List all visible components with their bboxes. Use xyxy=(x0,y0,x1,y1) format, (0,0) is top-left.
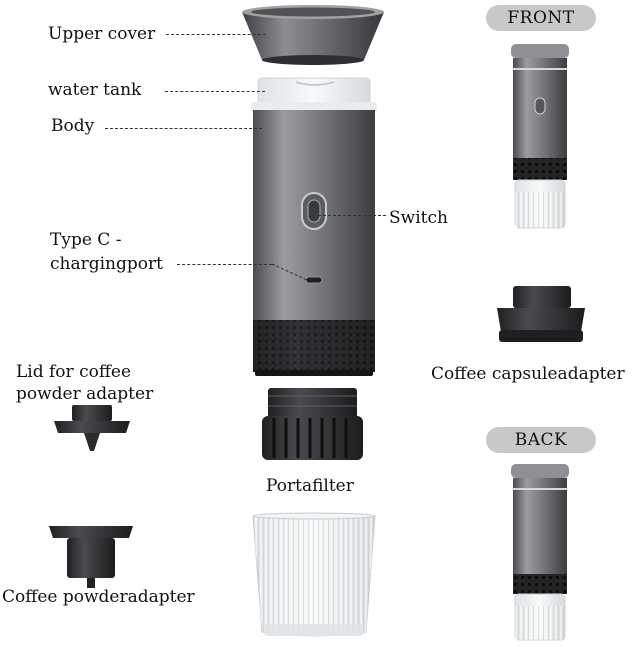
lid-label-line1: Lid for coffee xyxy=(16,362,132,382)
type-c-label-line1: Type C - xyxy=(50,230,122,250)
back-view-device-illustration xyxy=(511,464,569,641)
portafilter-label: Portafilter xyxy=(266,476,354,496)
body-illustration xyxy=(251,102,377,376)
upper-cover-illustration xyxy=(242,5,384,65)
lid-label-line2: powder adapter xyxy=(16,384,154,404)
powder-adapter-illustration xyxy=(49,526,133,588)
water-tank-label: water tank xyxy=(48,80,142,100)
type-c-leader xyxy=(177,264,272,265)
switch-button-icon xyxy=(301,192,327,230)
capsule-adapter-illustration xyxy=(497,286,585,342)
powder-adapter-lid-illustration xyxy=(54,405,130,451)
type-c-label-line2: chargingport xyxy=(50,254,163,274)
portafilter-illustration xyxy=(262,388,363,460)
water-tank-leader xyxy=(165,91,265,92)
upper-cover-label: Upper cover xyxy=(48,24,156,44)
front-view-device-illustration xyxy=(511,44,569,229)
clear-cup-illustration xyxy=(252,512,376,637)
body-label: Body xyxy=(51,116,95,136)
type-c-leader-slant xyxy=(271,263,308,281)
capsule-adapter-label: Coffee capsuleadapter xyxy=(431,364,625,384)
powder-adapter-label: Coffee powderadapter xyxy=(2,587,195,607)
body-leader xyxy=(105,128,262,129)
front-view-badge: FRONT xyxy=(486,5,596,31)
back-view-badge: BACK xyxy=(486,427,596,453)
switch-leader xyxy=(318,215,386,216)
switch-label: Switch xyxy=(389,208,448,228)
upper-cover-leader xyxy=(166,34,266,35)
